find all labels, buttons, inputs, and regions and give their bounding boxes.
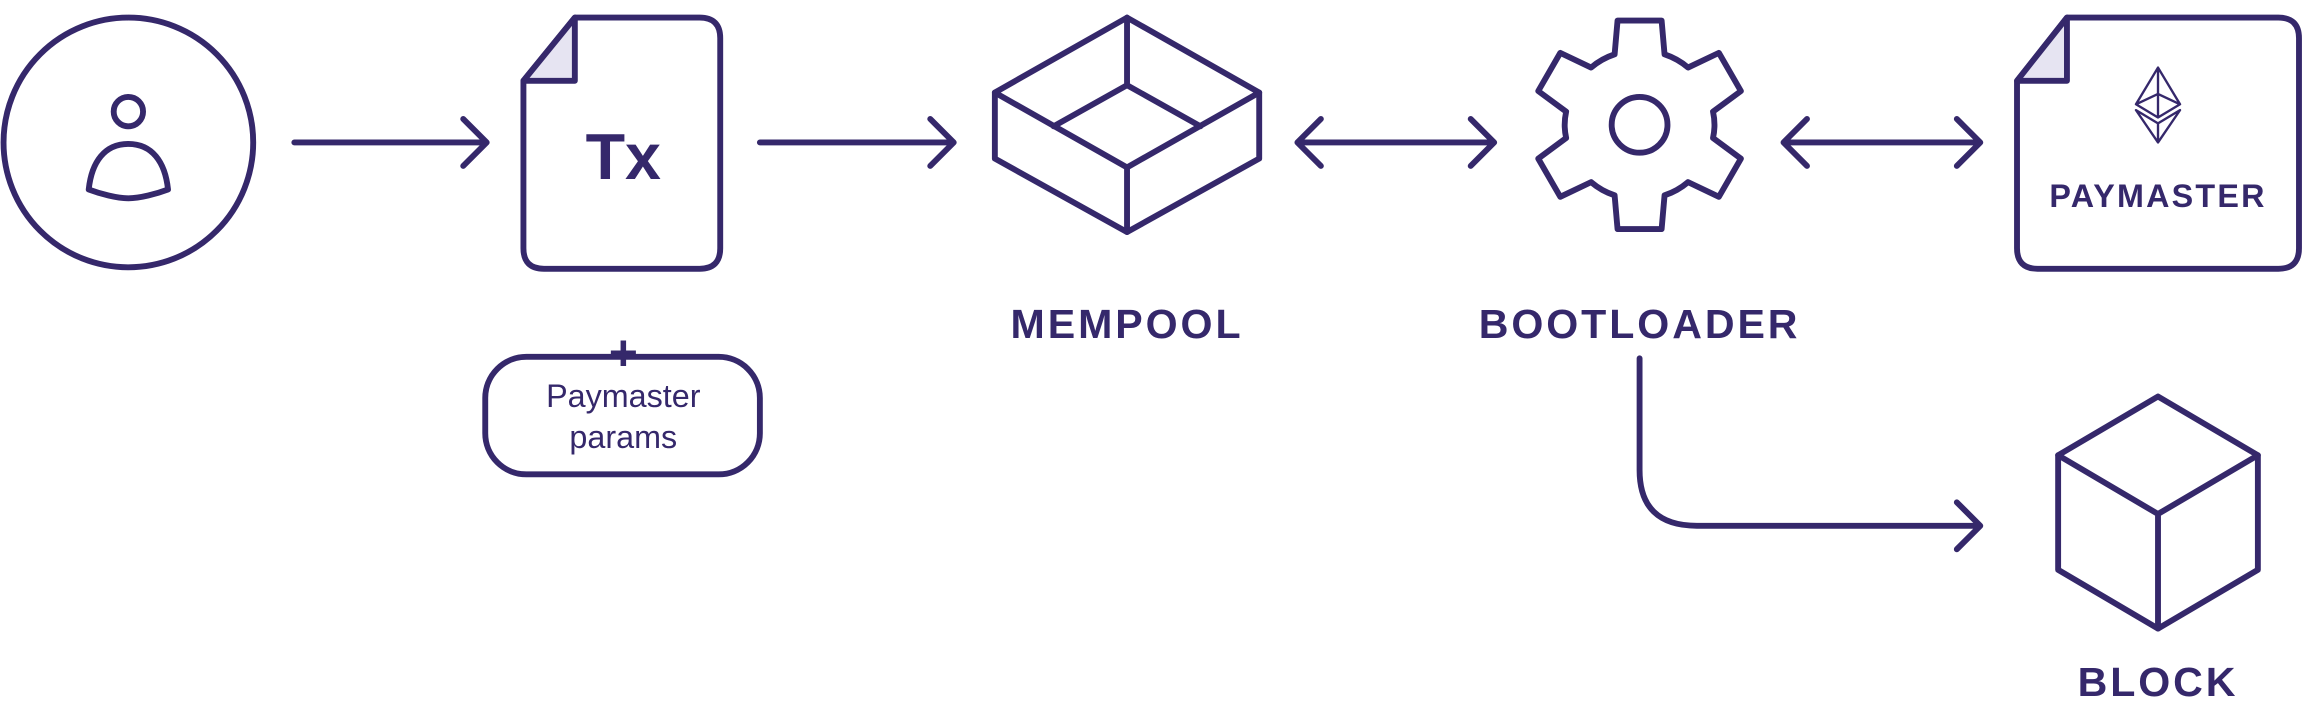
- gear-icon: [1535, 17, 1744, 233]
- arrow-mempool-bootloader: [1294, 116, 1498, 169]
- block-node: BLOCK: [2055, 393, 2261, 702]
- tray-icon: [991, 14, 1263, 235]
- paymaster-params-line2: params: [569, 419, 677, 455]
- tx-label: Tx: [586, 121, 661, 193]
- mempool-label: MEMPOOL: [1011, 301, 1244, 347]
- arrow-tx-to-mempool: [756, 116, 957, 169]
- bootloader-node: BOOTLOADER: [1479, 17, 1801, 347]
- mempool-node: MEMPOOL: [991, 14, 1263, 347]
- paymaster-params-box: Paymaster params: [482, 353, 763, 478]
- user-circle: [0, 14, 257, 271]
- cube-icon: [2055, 393, 2261, 632]
- document-icon: [520, 14, 724, 272]
- paymaster-document: PAYMASTER: [2014, 14, 2302, 272]
- block-label: BLOCK: [2078, 659, 2239, 702]
- arrow-bootloader-to-block: [1636, 355, 1984, 553]
- tx-document: Tx: [520, 14, 724, 272]
- paymaster-params-line1: Paymaster: [546, 378, 701, 414]
- user-node: [0, 14, 257, 271]
- plus-sign: +: [609, 325, 638, 381]
- document-fold-icon: [520, 14, 578, 84]
- paymaster-label: PAYMASTER: [2049, 178, 2266, 214]
- user-icon: [85, 93, 171, 202]
- bootloader-label: BOOTLOADER: [1479, 301, 1801, 347]
- ethereum-icon: [2134, 66, 2182, 144]
- arrow-user-to-tx: [291, 116, 490, 169]
- arrow-bootloader-paymaster: [1780, 116, 1984, 169]
